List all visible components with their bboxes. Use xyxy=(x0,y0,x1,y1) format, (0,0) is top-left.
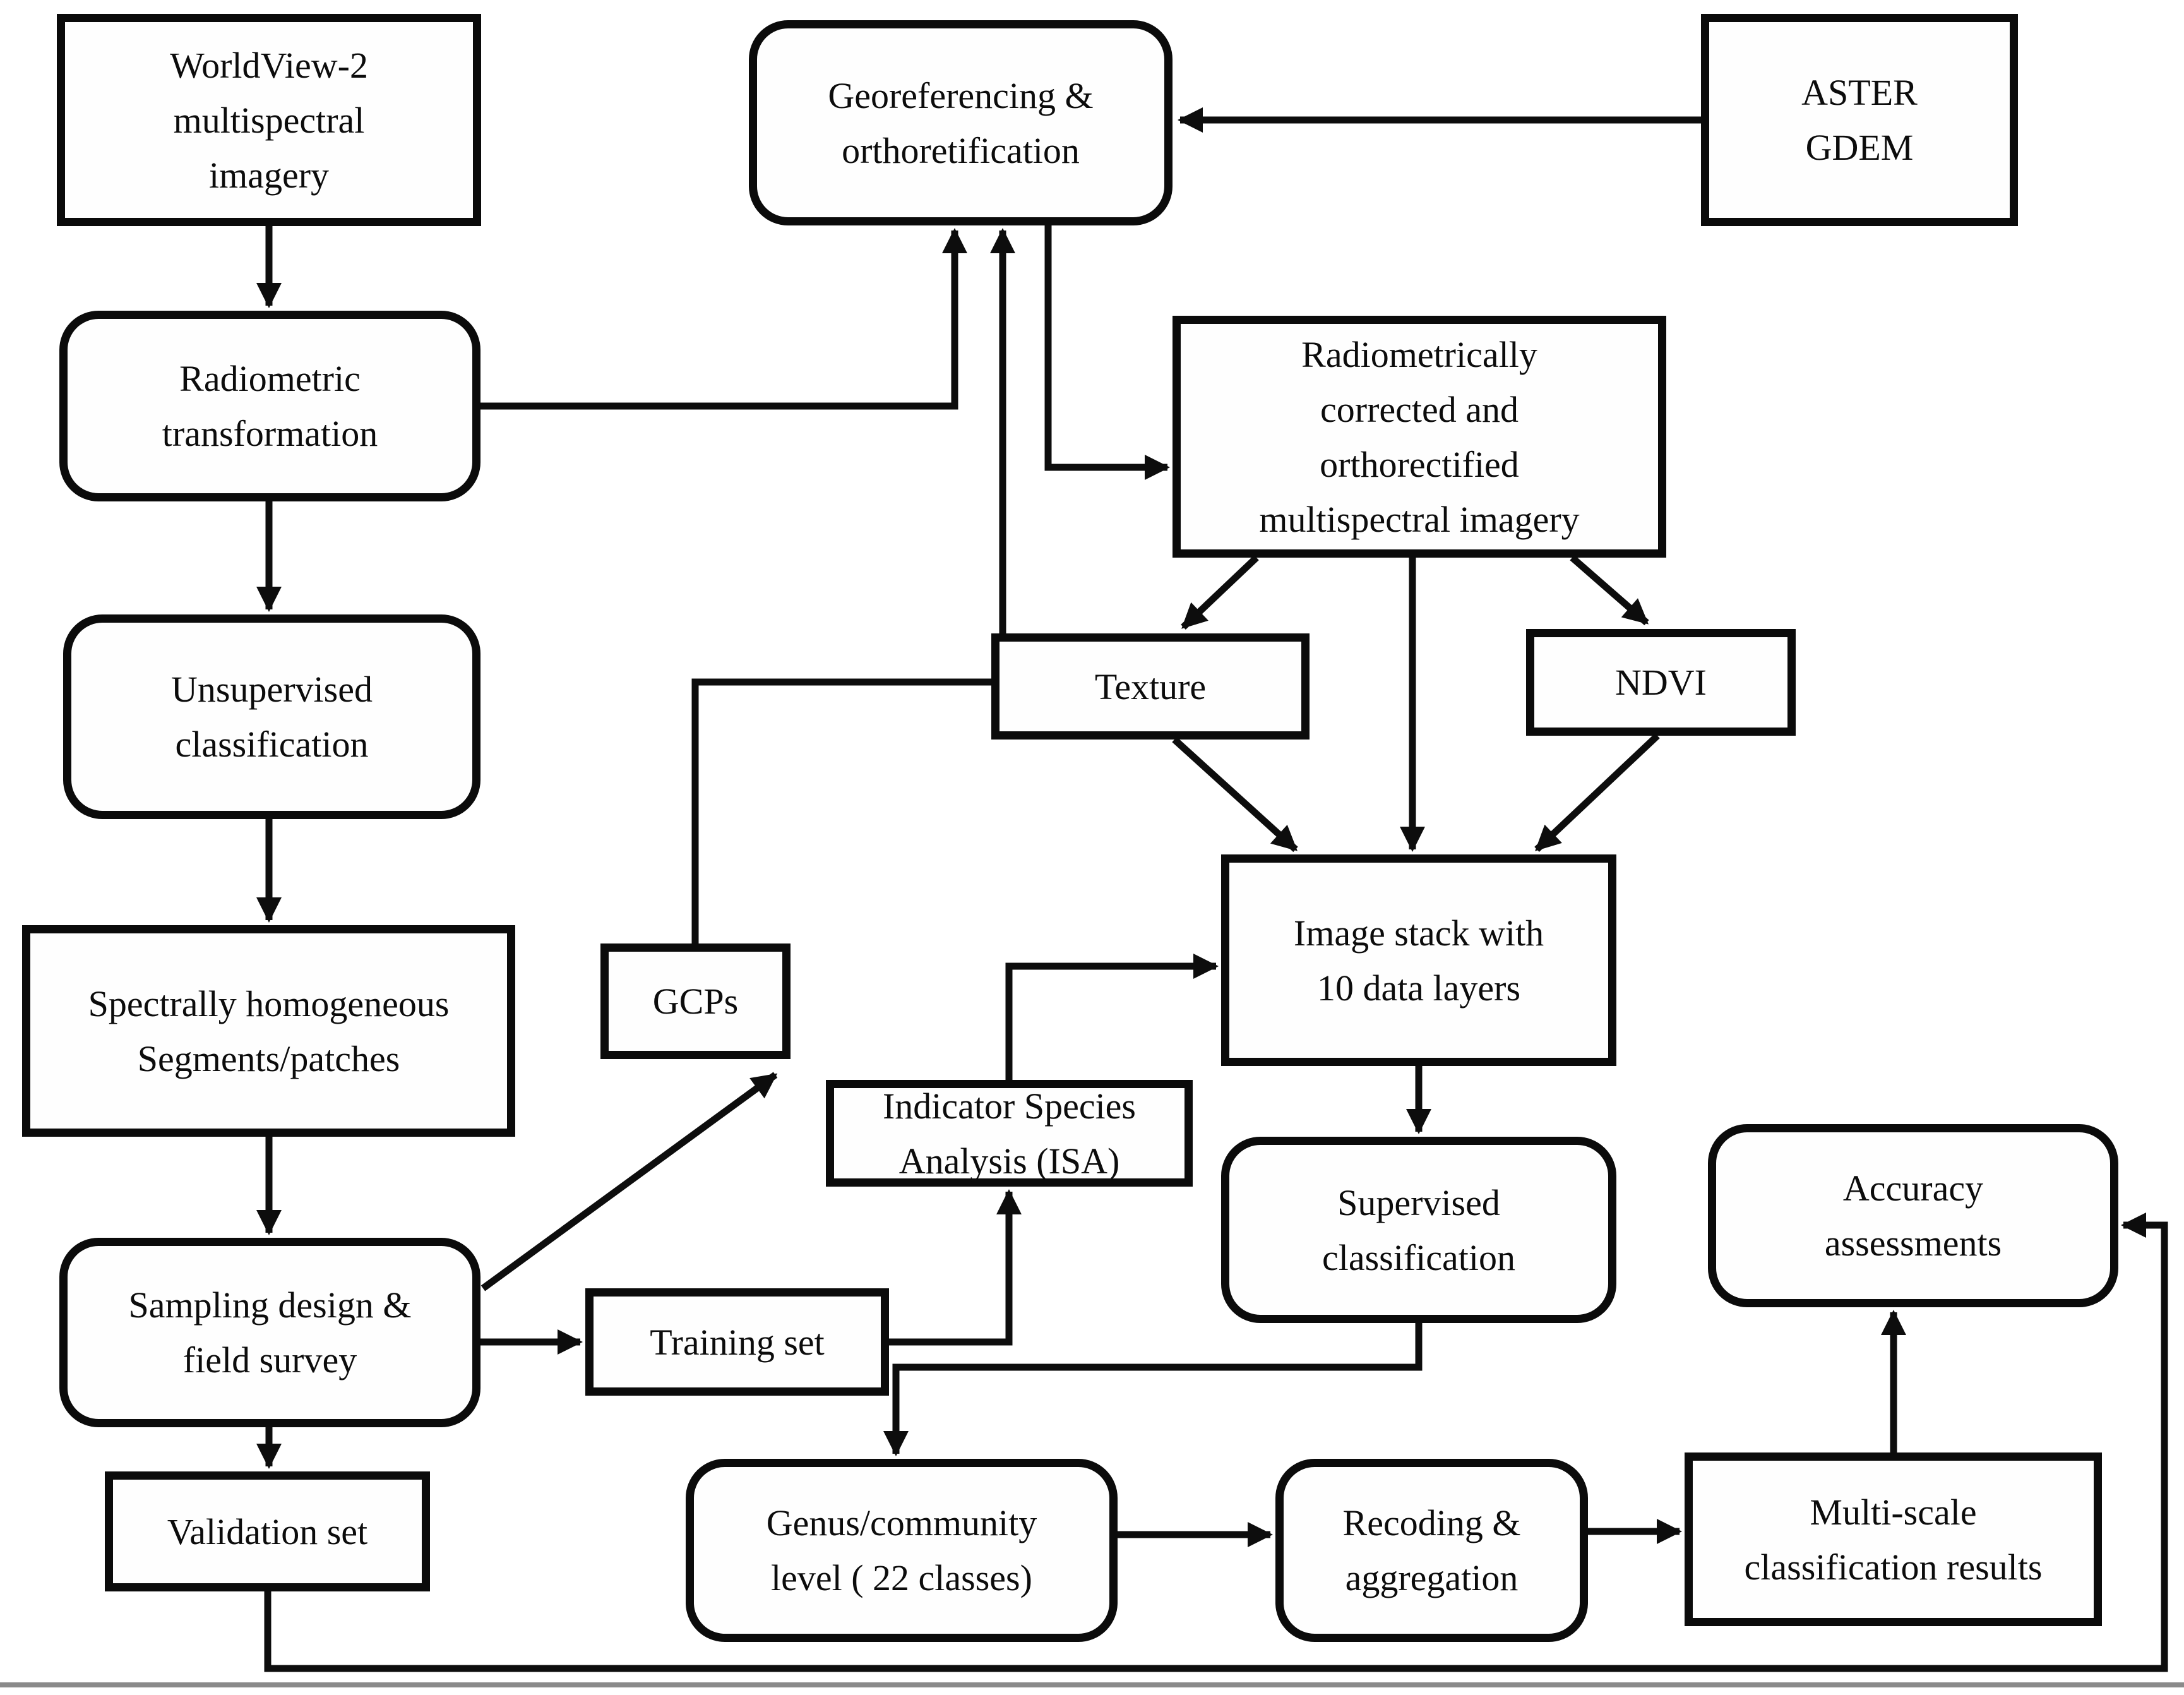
figure-bottom-border xyxy=(0,1682,2184,1687)
node-recoding-aggregation: Recoding & aggregation xyxy=(1275,1459,1588,1642)
node-aster-gdem-label: ASTER GDEM xyxy=(1801,72,1918,168)
node-multiscale-classification-results-label: Multi-scale classification results xyxy=(1744,1491,2043,1588)
node-genus-community-level-label: Genus/community level ( 22 classes) xyxy=(766,1502,1037,1598)
node-genus-community-level: Genus/community level ( 22 classes) xyxy=(686,1459,1118,1642)
node-training-set: Training set xyxy=(585,1288,889,1396)
edge-georeferencing-radcorrected xyxy=(1044,225,1170,480)
node-georeferencing-orthoretification-label: Georeferencing & orthoretification xyxy=(828,75,1094,171)
edge-supervised-genus xyxy=(883,1323,1423,1456)
node-image-stack-label: Image stack with 10 data layers xyxy=(1293,912,1544,1009)
node-validation-set: Validation set xyxy=(105,1471,430,1591)
node-supervised-classification-label: Supervised classification xyxy=(1322,1182,1515,1278)
node-unsupervised-classification: Unsupervised classification xyxy=(63,614,480,819)
node-accuracy-assessments: Accuracy assessments xyxy=(1708,1124,2118,1307)
edge-sampling-gcps xyxy=(480,1072,778,1291)
node-aster-gdem: ASTER GDEM xyxy=(1701,14,2018,226)
node-ndvi: NDVI xyxy=(1526,629,1796,736)
node-unsupervised-classification-label: Unsupervised classification xyxy=(171,669,373,765)
edge-ndvi-imagestack xyxy=(1534,733,1660,853)
edge-training-isa xyxy=(889,1189,1022,1346)
node-gcps-label: GCPs xyxy=(652,981,739,1022)
node-validation-set-label: Validation set xyxy=(167,1511,368,1552)
edge-texture-imagestack xyxy=(1172,736,1298,853)
node-image-stack: Image stack with 10 data layers xyxy=(1221,854,1616,1066)
edge-radcorrected-ndvi xyxy=(1570,554,1649,626)
node-radiometric-transformation-label: Radiometric transformation xyxy=(162,358,378,454)
node-spectrally-homogeneous-segments: Spectrally homogeneous Segments/patches xyxy=(22,925,515,1137)
edge-isa-imagestack xyxy=(1005,954,1219,1080)
node-georeferencing-orthoretification: Georeferencing & orthoretification xyxy=(749,20,1173,225)
node-radiometrically-corrected-imagery: Radiometrically corrected and orthorecti… xyxy=(1173,316,1666,558)
node-indicator-species-analysis-label: Indicator Species Analysis (ISA) xyxy=(882,1085,1136,1182)
node-sampling-design-field-survey: Sampling design & field survey xyxy=(59,1238,480,1427)
edge-radiometric-georeferencing xyxy=(480,228,967,410)
node-sampling-design-field-survey-label: Sampling design & field survey xyxy=(128,1285,412,1381)
node-texture-label: Texture xyxy=(1094,666,1207,707)
edge-gcps-georeferencing xyxy=(691,228,1015,943)
node-texture: Texture xyxy=(991,633,1310,740)
node-multiscale-classification-results: Multi-scale classification results xyxy=(1685,1452,2102,1626)
node-radiometrically-corrected-imagery-label: Radiometrically corrected and orthorecti… xyxy=(1259,333,1580,540)
node-recoding-aggregation-label: Recoding & aggregation xyxy=(1342,1502,1521,1598)
node-spectrally-homogeneous-segments-label: Spectrally homogeneous Segments/patches xyxy=(88,983,450,1079)
node-training-set-label: Training set xyxy=(650,1321,825,1363)
node-supervised-classification: Supervised classification xyxy=(1221,1137,1616,1323)
node-worldview-imagery: WorldView-2 multispectral imagery xyxy=(57,14,481,226)
node-indicator-species-analysis: Indicator Species Analysis (ISA) xyxy=(826,1080,1193,1187)
node-worldview-imagery-label: WorldView-2 multispectral imagery xyxy=(170,44,368,196)
node-gcps: GCPs xyxy=(600,943,791,1059)
node-radiometric-transformation: Radiometric transformation xyxy=(59,311,480,501)
node-accuracy-assessments-label: Accuracy assessments xyxy=(1824,1168,2002,1264)
node-ndvi-label: NDVI xyxy=(1615,662,1707,703)
edge-validation-accuracy xyxy=(264,1213,2168,1672)
edge-radcorrected-texture xyxy=(1181,555,1259,630)
